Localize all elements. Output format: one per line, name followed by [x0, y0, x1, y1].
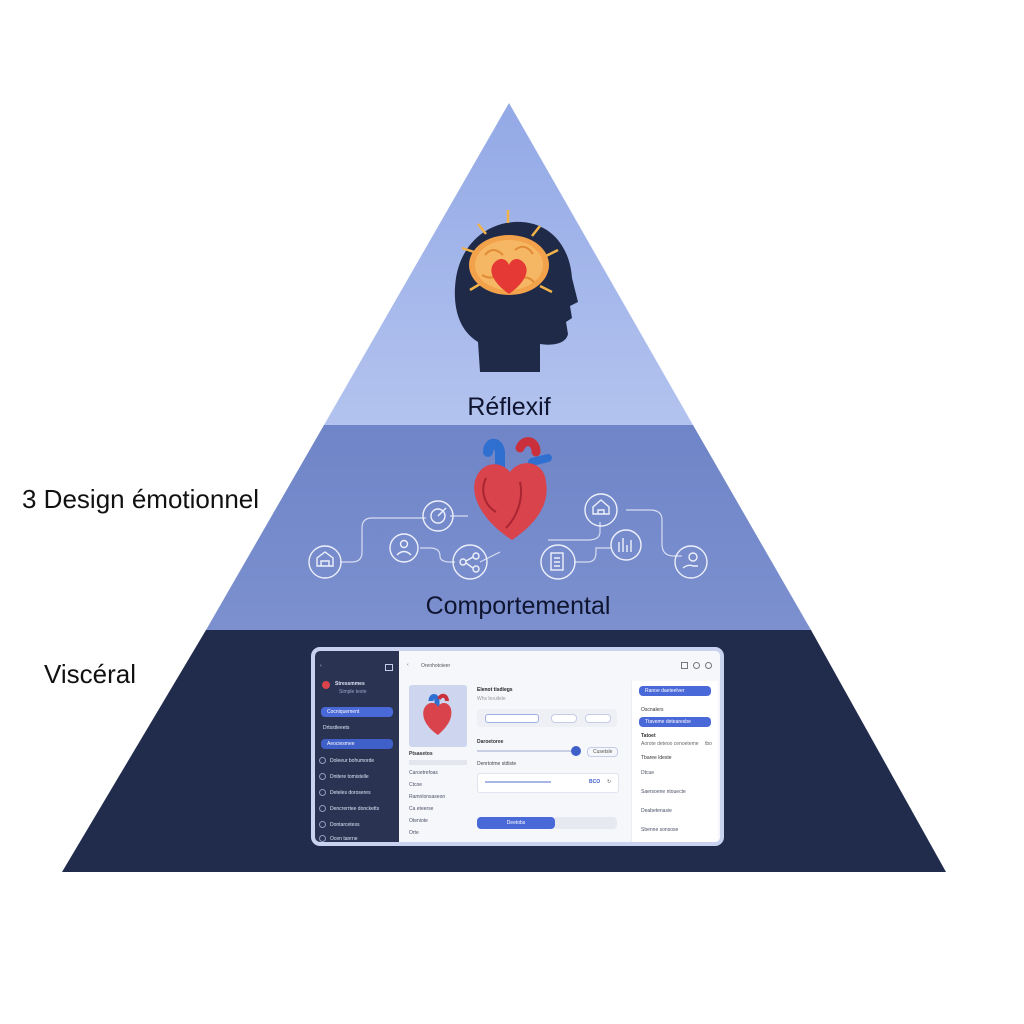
item-icon — [319, 805, 326, 812]
slider-thumb[interactable] — [571, 746, 581, 756]
section-label: Daroetoree — [477, 739, 504, 745]
left-list-item[interactable]: Orte — [409, 830, 419, 836]
right-panel — [631, 681, 718, 842]
option-chip-2[interactable] — [585, 714, 611, 723]
sidebar-item[interactable]: Ocen tanrne — [319, 835, 358, 842]
product-subtitle: Whs bouilele — [477, 696, 506, 702]
diagram-title: 3 Design émotionnel — [22, 484, 260, 514]
right-label: Tatoet — [641, 733, 656, 739]
anatomical-heart-icon — [474, 437, 552, 540]
sidebar-title: Stressmmes — [335, 681, 365, 687]
tier-label-visceral-side: Viscéral — [44, 659, 137, 689]
right-list-item[interactable]: Sbenne sonsose — [641, 827, 679, 833]
right-detail-value: tbo — [705, 741, 712, 747]
header-title: Orenhotoieer — [421, 663, 451, 669]
sidebar-selected-item[interactable]: Aeociesmee — [321, 739, 393, 749]
item-icon — [319, 773, 326, 780]
left-list-title: Ptsasetos — [409, 751, 433, 757]
slider-value: Cusetsle — [587, 747, 619, 757]
app-logo-icon — [322, 681, 330, 689]
refresh-icon[interactable]: ↻ — [607, 779, 612, 785]
target-icon — [422, 500, 454, 532]
network-lines — [340, 509, 682, 563]
window-icon[interactable] — [385, 664, 393, 671]
option-input[interactable] — [485, 714, 539, 723]
gear-hand-icon — [674, 545, 708, 579]
heart-thumbnail-icon — [423, 693, 452, 735]
sidebar-item[interactable]: Dontarcetess — [319, 821, 359, 828]
left-list-item[interactable]: Oteniote — [409, 818, 428, 824]
right-list-item[interactable]: Deabetenasie — [641, 808, 672, 814]
sidebar-item[interactable]: Dencrerrtee doncketts — [319, 805, 379, 812]
action-secondary[interactable] — [555, 817, 617, 829]
action-button[interactable]: Deetobs — [477, 817, 555, 829]
slider-track[interactable] — [477, 750, 577, 752]
right-list-item[interactable]: Saersoene ntouecte — [641, 789, 686, 795]
left-list-item[interactable]: Ctcoe — [409, 782, 423, 788]
settings-icon[interactable] — [693, 662, 700, 669]
sidebar-item[interactable]: Deteles doroseres — [319, 789, 371, 796]
left-list-item[interactable]: Ramnlonsaseon — [409, 794, 446, 800]
item-icon — [319, 835, 326, 842]
header-actions — [681, 662, 712, 669]
item-icon — [319, 757, 326, 764]
sidebar-subtitle: Simple texte — [339, 689, 367, 695]
house-icon — [308, 545, 342, 579]
sidebar-primary-button[interactable]: Cocniquement — [321, 707, 393, 717]
sidebar-section-title: Drtsstleeets — [323, 725, 350, 731]
header-back-icon[interactable]: ‹ — [407, 662, 409, 668]
share-icon — [452, 544, 488, 580]
chart-icon — [610, 529, 642, 561]
app-main: ‹ Orenhotoieer Ptsasetos Caroetrefoas Ct… — [399, 651, 720, 842]
right-list-item[interactable]: Dtcue — [641, 770, 655, 776]
home-icon — [584, 493, 618, 527]
right-secondary-button[interactable]: Ttaveme detearesbe — [639, 717, 711, 727]
item-icon — [319, 789, 326, 796]
tier-label-comportemental: Comportemental — [425, 592, 611, 620]
item-icon — [319, 821, 326, 828]
left-list-item[interactable]: Ca eteerse — [409, 806, 434, 812]
option-chip-1[interactable] — [551, 714, 577, 723]
player-value: BCO — [589, 779, 601, 785]
grid-icon[interactable] — [681, 662, 688, 669]
audio-player[interactable] — [477, 773, 619, 793]
right-primary-button[interactable]: Ranoe daeteelver — [639, 686, 711, 696]
app-sidebar: ‹ Stressmmes Simple texte Cocniquement D… — [315, 651, 399, 842]
right-section-1: Oscnalers — [641, 707, 664, 713]
sidebar-item[interactable]: Dnitere tomistelle — [319, 773, 369, 780]
right-section-2: Tbaree ldeste — [641, 755, 672, 761]
app-mockup: ‹ Stressmmes Simple texte Cocniquement D… — [311, 647, 724, 846]
profile-icon[interactable] — [705, 662, 712, 669]
product-title: Elenot tisdiegs — [477, 687, 513, 693]
back-icon[interactable]: ‹ — [320, 663, 322, 669]
checklist-icon — [540, 544, 576, 580]
person-icon — [389, 533, 419, 563]
sidebar-item[interactable]: Doleeur bohumorde — [319, 757, 374, 764]
left-list-bar — [409, 760, 467, 765]
section-label-2: Denrtotme stdiste — [477, 761, 517, 767]
head-with-brain-and-heart-icon — [454, 210, 578, 372]
waveform — [485, 781, 551, 783]
tier-label-reflexif: Réflexif — [467, 393, 551, 421]
left-list-item[interactable]: Caroetrefoas — [409, 770, 438, 776]
right-detail: Aorote deteoo cenoeteme — [641, 741, 699, 747]
product-image — [409, 685, 467, 747]
